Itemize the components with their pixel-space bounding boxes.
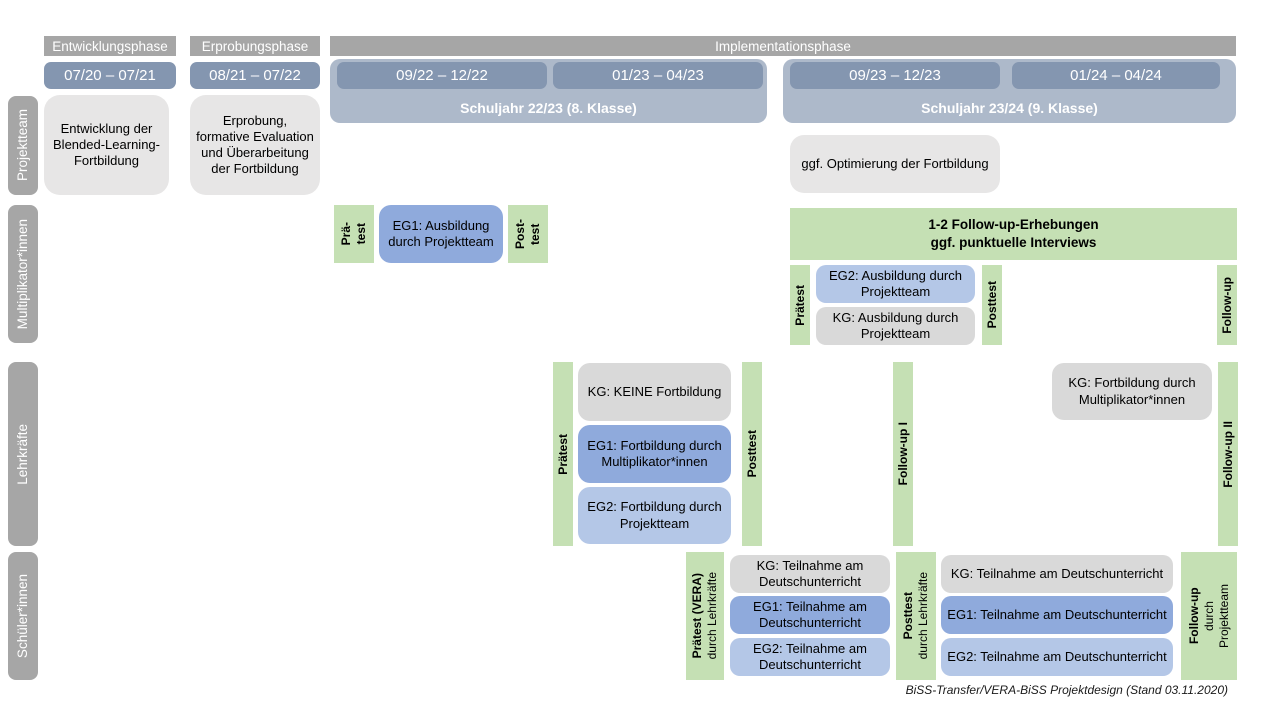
praetest2-marker-multiplikator: Prätest [790, 265, 810, 345]
row-label-lehrkraefte: Lehrkräfte [8, 362, 38, 546]
box-eg2-ausbildung-projektteam: EG2: Ausbildung durch Projektteam [816, 265, 975, 303]
followup-schueler-sub2: Projektteam [1216, 583, 1231, 649]
followup1-marker-lehrkraefte: Follow-up I [893, 362, 913, 546]
followup-schueler-sub1: durch [1201, 600, 1216, 632]
phase-header-entwicklung: Entwicklungsphase [44, 36, 176, 56]
box-kg-teilnahme-2: KG: Teilnahme am Deutschunterricht [941, 555, 1173, 593]
row-label-projektteam-text: Projektteam [14, 109, 30, 182]
row-label-lehrkraefte-text: Lehrkräfte [14, 423, 30, 485]
followup-marker-multiplikator: Follow-up [1217, 265, 1237, 345]
praetest-vera-text: Prätest (VERA) [690, 573, 704, 659]
box-eg2-fortbildung-projektteam: EG2: Fortbildung durch Projektteam [578, 487, 731, 544]
praetest-marker-multiplikator: Prä- test [334, 205, 374, 263]
posttest-marker-schueler: Posttest durch Lehrkräfte [896, 552, 936, 680]
box-optimierung-fortbildung: ggf. Optimierung der Fortbildung [790, 135, 1000, 193]
posttest-line2: test [528, 223, 542, 245]
slide-caption: BiSS-Transfer/VERA-BiSS Projektdesign (S… [905, 683, 1228, 697]
posttest-lehrkraefte-text: Posttest [744, 430, 759, 478]
date-bar-0922-1222: 09/22 – 12/22 [337, 62, 547, 89]
box-eg2-teilnahme-1: EG2: Teilnahme am Deutschunterricht [730, 638, 890, 676]
date-bar-0123-0423: 01/23 – 04/23 [553, 62, 763, 89]
box-kg-ausbildung-projektteam: KG: Ausbildung durch Projektteam [816, 307, 975, 345]
praetest-vera-sub: durch Lehrkräfte [705, 572, 719, 660]
followup-marker-schueler: Follow-up durch Projektteam [1181, 552, 1237, 680]
date-bar-0923-1223: 09/23 – 12/23 [790, 62, 1000, 89]
date-bar-0124-0424: 01/24 – 04/24 [1012, 62, 1220, 89]
posttest2-marker-multiplikator: Posttest [982, 265, 1002, 345]
box-eg1-teilnahme-1: EG1: Teilnahme am Deutschunterricht [730, 596, 890, 634]
date-bar-0720-0721: 07/20 – 07/21 [44, 62, 176, 89]
posttest-line1: Post- [513, 219, 527, 249]
posttest2-text: Posttest [984, 281, 999, 329]
praetest2-text: Prätest [792, 284, 807, 326]
box-eg1-fortbildung-multiplikatoren: EG1: Fortbildung durch Multiplikator*inn… [578, 425, 731, 483]
box-followup-erhebungen: 1-2 Follow-up-Erhebungen ggf. punktuelle… [790, 208, 1237, 260]
praetest-marker-lehrkraefte: Prätest [553, 362, 573, 546]
box-erprobung-evaluation: Erprobung, formative Evaluation und Über… [190, 95, 320, 195]
box-kg-keine-fortbildung: KG: KEINE Fortbildung [578, 363, 731, 421]
box-entwicklung-fortbildung: Entwicklung der Blended-Learning-Fortbil… [44, 95, 169, 195]
row-label-multiplikatorinnen: Multiplikator*innen [8, 205, 38, 343]
phase-header-implementation: Implementationsphase [330, 36, 1236, 56]
posttest-schueler-text: Posttest [901, 592, 915, 640]
row-label-schuelerinnen-text: Schüler*innen [14, 573, 30, 659]
praetest-line2: test [354, 223, 368, 245]
row-label-projektteam: Projektteam [8, 96, 38, 195]
box-eg1-ausbildung-projektteam: EG1: Ausbildung durch Projektteam [379, 205, 503, 263]
followup2-marker-lehrkraefte: Follow-up II [1218, 362, 1238, 546]
box-eg1-teilnahme-2: EG1: Teilnahme am Deutschunterricht [941, 596, 1173, 634]
followup-schueler-text: Follow-up [1186, 587, 1201, 645]
followup-head-line1: 1-2 Follow-up-Erhebungen [928, 216, 1099, 232]
box-kg-teilnahme-1: KG: Teilnahme am Deutschunterricht [730, 555, 890, 593]
praetest-vera-marker-schueler: Prätest (VERA) durch Lehrkräfte [686, 552, 724, 680]
posttest-marker-lehrkraefte: Posttest [742, 362, 762, 546]
praetest-lehrkraefte-text: Prätest [555, 433, 570, 475]
posttest-marker-multiplikator: Post- test [508, 205, 548, 263]
posttest-schueler-sub: durch Lehrkräfte [916, 572, 930, 660]
row-label-schuelerinnen: Schüler*innen [8, 552, 38, 680]
followup-text: Follow-up [1219, 276, 1234, 334]
box-kg-fortbildung-multiplikatoren: KG: Fortbildung durch Multiplikator*inne… [1052, 363, 1212, 420]
date-bar-0821-0722: 08/21 – 07/22 [190, 62, 320, 89]
box-eg2-teilnahme-2: EG2: Teilnahme am Deutschunterricht [941, 638, 1173, 676]
followup2-text: Follow-up II [1220, 420, 1235, 488]
followup1-text: Follow-up I [895, 422, 910, 486]
praetest-line1: Prä- [339, 222, 353, 246]
phase-header-erprobung: Erprobungsphase [190, 36, 320, 56]
followup-head-line2: ggf. punktuelle Interviews [930, 235, 1097, 250]
row-label-multiplikatorinnen-text: Multiplikator*innen [14, 218, 30, 330]
